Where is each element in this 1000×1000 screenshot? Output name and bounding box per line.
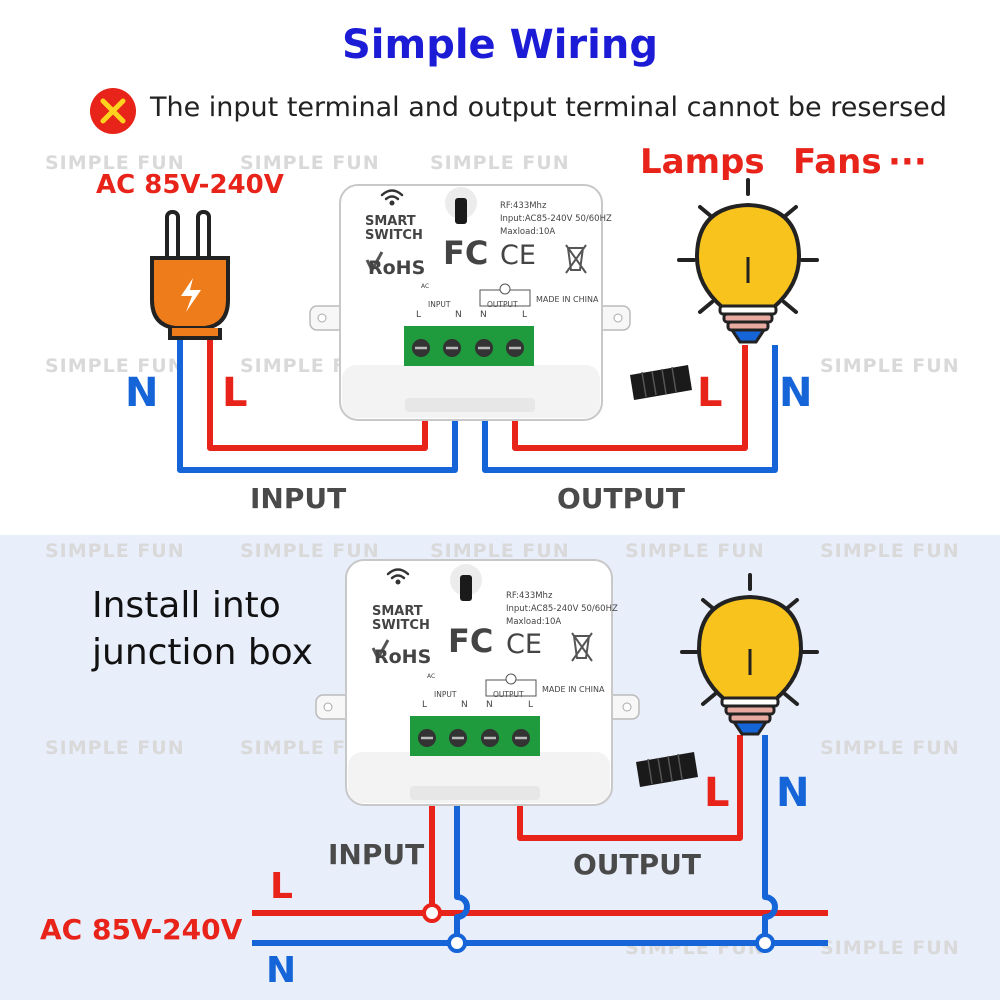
neutral-label: N bbox=[776, 770, 810, 816]
live-label: L bbox=[704, 770, 730, 816]
watermark: SIMPLE FUN bbox=[430, 152, 570, 174]
power-plug-icon bbox=[150, 210, 230, 340]
neutral-bus-label: N bbox=[266, 950, 297, 991]
watermark: SIMPLE FUN bbox=[820, 355, 960, 377]
watermark: SIMPLE FUN bbox=[820, 937, 960, 959]
device-specs: RF:433Mhz Input:AC85-240V 50/60HZ Maxloa… bbox=[506, 590, 618, 629]
device-model-label: SMART SWITCH bbox=[365, 215, 423, 243]
fc-logo: FC bbox=[443, 234, 489, 272]
input-neutral-wire bbox=[454, 790, 470, 943]
spec-input: Input:AC85-240V 50/60HZ bbox=[500, 214, 612, 224]
watermark: SIMPLE FUN bbox=[45, 355, 185, 377]
input-label: INPUT bbox=[250, 482, 347, 515]
device-switch-text: SWITCH bbox=[372, 618, 430, 633]
warning-text: The input terminal and output terminal c… bbox=[150, 92, 947, 123]
watermark: SIMPLE FUN bbox=[240, 152, 380, 174]
spec-rf: RF:433Mhz bbox=[500, 201, 547, 211]
live-bus-label: L bbox=[270, 866, 293, 907]
terminal-l-label: L bbox=[422, 700, 428, 710]
live-label: L bbox=[222, 370, 248, 416]
made-in-label: MADE IN CHINA bbox=[542, 685, 605, 694]
watermark: SIMPLE FUN bbox=[430, 540, 570, 562]
terminal-n-label: N bbox=[455, 310, 462, 320]
terminal-ac-label: AC bbox=[421, 283, 430, 290]
terminal-input-label: INPUT bbox=[434, 690, 457, 699]
fans-label: Fans bbox=[793, 142, 882, 182]
neutral-label: N bbox=[779, 370, 813, 416]
bottom-wiring-diagram bbox=[252, 559, 828, 953]
terminal-output-label: OUTPUT bbox=[487, 300, 518, 309]
watermark: SIMPLE FUN bbox=[625, 540, 765, 562]
neutral-junction-dot bbox=[755, 933, 775, 953]
top-wiring-diagram bbox=[150, 178, 819, 473]
output-neutral-wire bbox=[482, 345, 778, 473]
input-label: INPUT bbox=[328, 838, 425, 871]
live-junction-dot bbox=[422, 903, 442, 923]
device-smart-text: SMART bbox=[365, 214, 416, 229]
light-bulb-icon bbox=[680, 573, 819, 736]
watermark: SIMPLE FUN bbox=[820, 540, 960, 562]
watermark: SIMPLE FUN bbox=[240, 540, 380, 562]
live-label: L bbox=[697, 370, 723, 416]
warning-x-icon bbox=[90, 88, 136, 134]
terminal-l-label: L bbox=[522, 310, 528, 320]
device-specs: RF:433Mhz Input:AC85-240V 50/60HZ Maxloa… bbox=[500, 200, 612, 239]
more-loads-ellipsis: ··· bbox=[888, 142, 927, 182]
terminal-n-label: N bbox=[480, 310, 487, 320]
rohs-logo: RoHS bbox=[374, 646, 432, 668]
terminal-ac-label: AC bbox=[427, 673, 436, 680]
neutral-label: N bbox=[125, 370, 159, 416]
device-model-label: SMART SWITCH bbox=[372, 605, 430, 633]
page-title: Simple Wiring bbox=[342, 22, 658, 68]
ac-voltage-label: AC 85V-240V bbox=[96, 170, 284, 200]
neutral-junction-dot bbox=[447, 933, 467, 953]
ac-voltage-label: AC 85V-240V bbox=[40, 913, 243, 946]
ce-logo: CE bbox=[500, 240, 536, 271]
device-switch-text: SWITCH bbox=[365, 228, 423, 243]
output-neutral-wire bbox=[762, 735, 778, 943]
watermark: SIMPLE FUN bbox=[45, 737, 185, 759]
ce-logo: CE bbox=[506, 629, 542, 660]
terminal-output-label: OUTPUT bbox=[493, 690, 524, 699]
terminal-input-label: INPUT bbox=[428, 300, 451, 309]
install-note-line1: Install into bbox=[92, 585, 281, 626]
watermark: SIMPLE FUN bbox=[45, 152, 185, 174]
input-neutral-wire bbox=[177, 320, 458, 473]
output-label: OUTPUT bbox=[573, 848, 701, 881]
spec-rf: RF:433Mhz bbox=[506, 591, 553, 601]
smart-switch-device bbox=[309, 184, 692, 421]
made-in-label: MADE IN CHINA bbox=[536, 295, 599, 304]
watermark: SIMPLE FUN bbox=[820, 737, 960, 759]
install-note: Install into junction box bbox=[92, 582, 313, 676]
fc-logo: FC bbox=[448, 622, 494, 660]
terminal-l-label: L bbox=[528, 700, 534, 710]
light-bulb-icon bbox=[677, 178, 819, 344]
device-smart-text: SMART bbox=[372, 604, 423, 619]
lamps-label: Lamps bbox=[640, 142, 765, 182]
spec-load: Maxload:10A bbox=[506, 617, 562, 627]
rohs-logo: RoHS bbox=[368, 257, 426, 279]
smart-switch-device bbox=[315, 559, 698, 806]
install-note-line2: junction box bbox=[92, 632, 313, 673]
spec-input: Input:AC85-240V 50/60HZ bbox=[506, 604, 618, 614]
spec-load: Maxload:10A bbox=[500, 227, 556, 237]
terminal-l-label: L bbox=[416, 310, 422, 320]
terminal-n-label: N bbox=[461, 700, 468, 710]
watermark: SIMPLE FUN bbox=[240, 737, 380, 759]
output-live-wire bbox=[517, 735, 743, 841]
terminal-n-label: N bbox=[486, 700, 493, 710]
watermark: SIMPLE FUN bbox=[45, 540, 185, 562]
output-label: OUTPUT bbox=[557, 482, 685, 515]
